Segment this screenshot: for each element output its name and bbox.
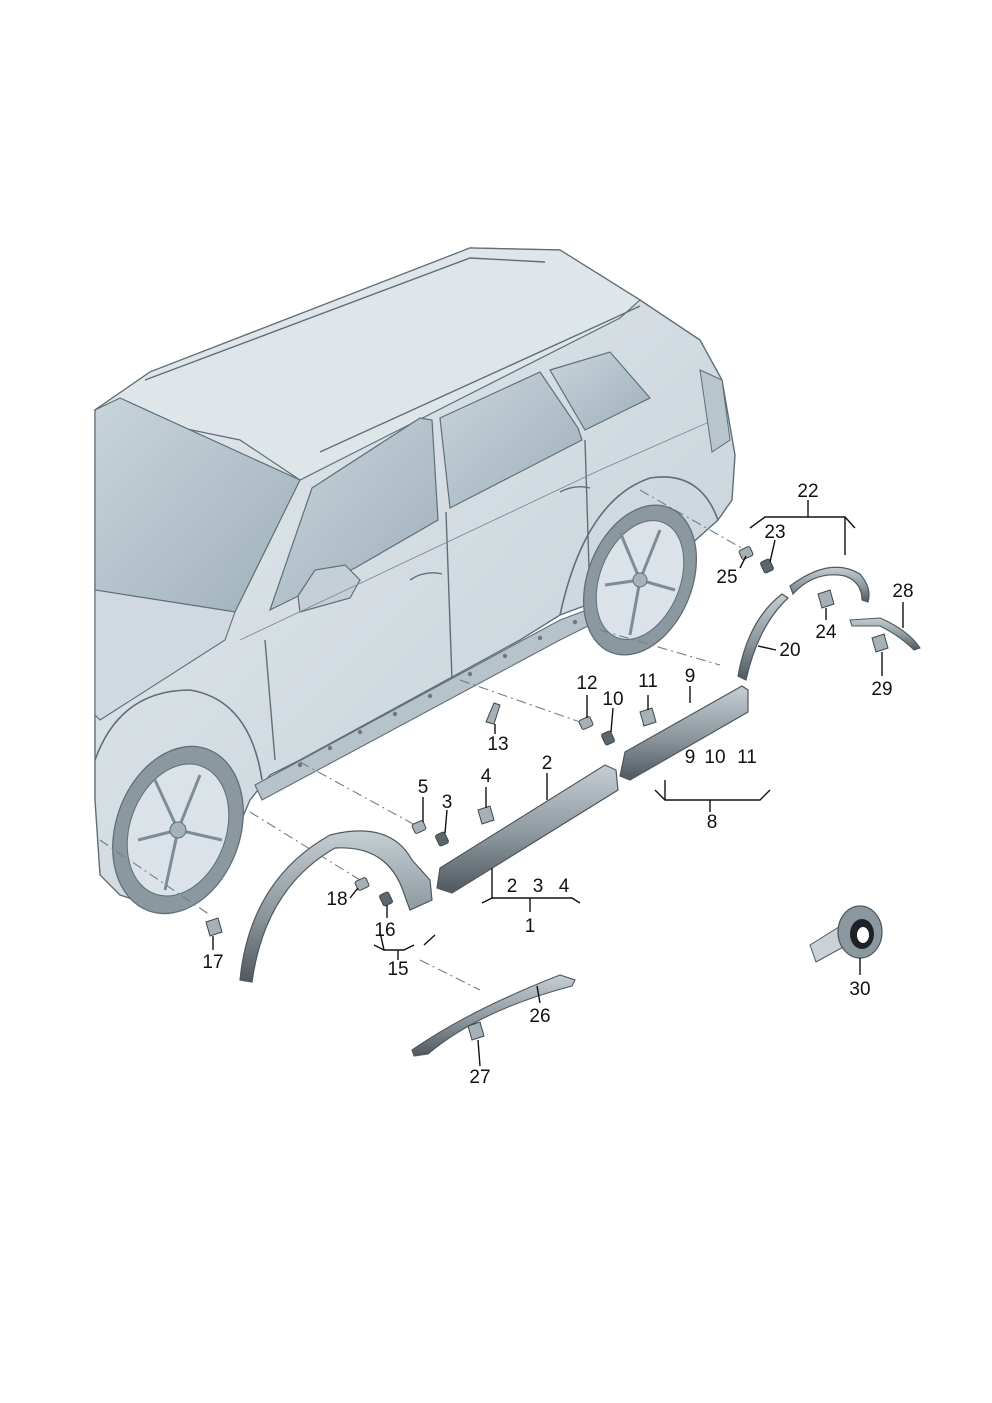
car-roof [93,247,641,481]
clip-12 [578,716,594,730]
clip-23 [760,558,774,574]
trim-piece-28 [849,617,921,651]
tail-light [699,369,731,453]
lower-arch-trim [411,974,576,1057]
callout-5: 5 [418,777,429,798]
callout-3-top: 3 [442,792,453,813]
clip-13 [485,702,501,725]
roof-rail [144,257,546,381]
callout-2-top: 2 [542,753,553,774]
door-handle-rear [559,485,591,493]
clip-17 [205,917,223,937]
clip-18 [354,877,370,891]
rear-arch-trim [789,566,870,603]
clip-25 [738,546,754,560]
callout-18: 18 [326,889,347,910]
windscreen [94,397,301,613]
callout-1: 1 [525,916,536,937]
shoulder-line [239,414,726,641]
door-seam-front [264,639,276,761]
door-trim-strip-rear [619,685,749,781]
front-wheel [112,745,244,915]
callout-17: 17 [202,952,223,973]
sill-holes [297,619,578,768]
assembly-lines [99,489,746,991]
door-handle-front [409,572,443,581]
callout-10-top: 10 [602,689,623,710]
clip-27 [467,1021,485,1041]
callout-27: 27 [469,1067,490,1088]
front-side-window [268,417,439,612]
callout-8: 8 [707,812,718,833]
callout-13: 13 [487,734,508,755]
callout-28: 28 [892,581,913,602]
callout-4-bracket: 4 [559,876,570,897]
rear-side-window [439,371,583,509]
vehicle-illustration [93,247,736,915]
callout-9-bracket: 9 [685,747,696,768]
clip-5 [411,820,427,834]
callout-11-top: 11 [638,671,658,692]
callout-16: 16 [374,920,395,941]
callout-2-bracket: 2 [507,876,518,897]
clip-4 [477,805,495,825]
clip-10 [601,730,615,746]
front-wheel-arch [94,689,263,781]
door-trim-strip-front [436,764,619,894]
callout-9-top: 9 [685,666,696,687]
callout-15: 15 [387,959,408,980]
clip-16 [379,891,393,907]
rear-wheel-arch [559,476,719,616]
callout-10-bracket: 10 [704,747,725,768]
callout-25: 25 [716,567,737,588]
callout-29: 29 [871,679,892,700]
callout-12: 12 [576,673,597,694]
callout-24: 24 [815,622,837,643]
callout-30: 30 [849,979,870,1000]
callout-23: 23 [764,522,785,543]
callout-4-top: 4 [481,766,492,787]
clip-29 [871,633,889,653]
clip-24 [817,589,835,609]
door-seam-middle [445,511,453,681]
hood [94,589,236,721]
quarter-window [549,351,651,431]
callout-22: 22 [797,481,818,502]
front-wheel-arch-extension [239,830,433,983]
parts [205,546,921,1057]
rear-wheel [582,504,698,656]
callout-3-bracket: 3 [533,876,544,897]
callout-26: 26 [529,1006,550,1027]
clip-11 [639,707,657,727]
callout-labels: 22 23 25 24 28 20 29 9 11 12 10 13 9 10 … [202,481,913,1088]
clip-3 [435,831,449,847]
rear-wheel-arch-extension [737,593,789,681]
leader-lines [212,500,904,1067]
callout-11-bracket: 11 [737,747,757,768]
callout-20: 20 [779,640,800,661]
roof-rail-rear [319,305,641,453]
adhesive-tape-roll [809,905,883,963]
